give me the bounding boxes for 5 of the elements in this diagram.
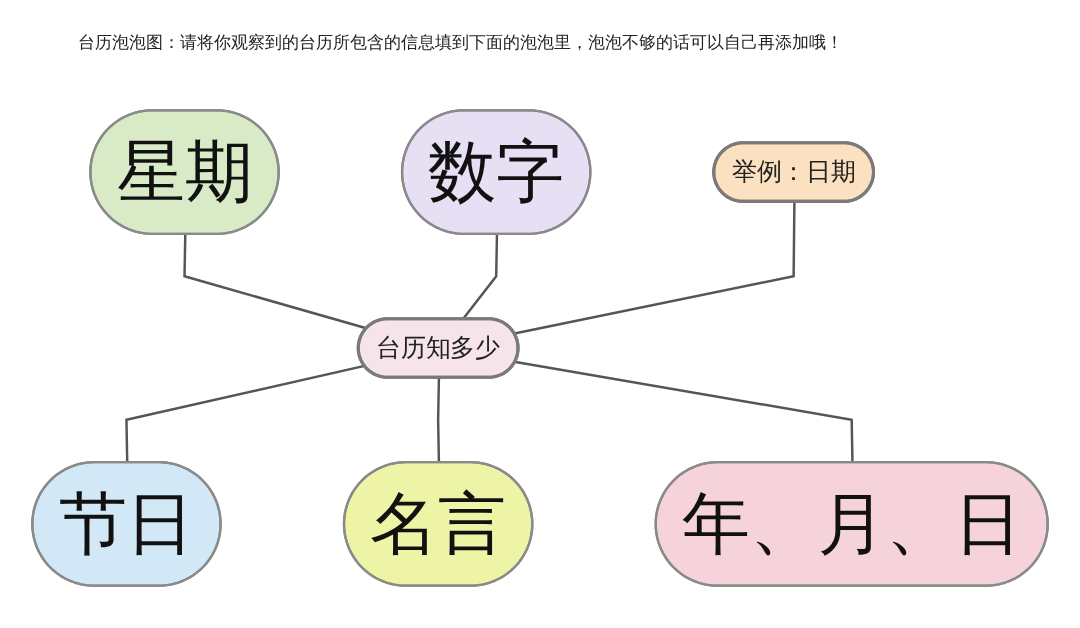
connector [436, 378, 441, 463]
connector [514, 202, 796, 335]
connector [125, 364, 365, 463]
connector [515, 360, 854, 463]
title: 台历泡泡图：请将你观察到的台历所包含的信息填到下面的泡泡里，泡泡不够的话可以自己再添加哦！ [78, 31, 843, 54]
